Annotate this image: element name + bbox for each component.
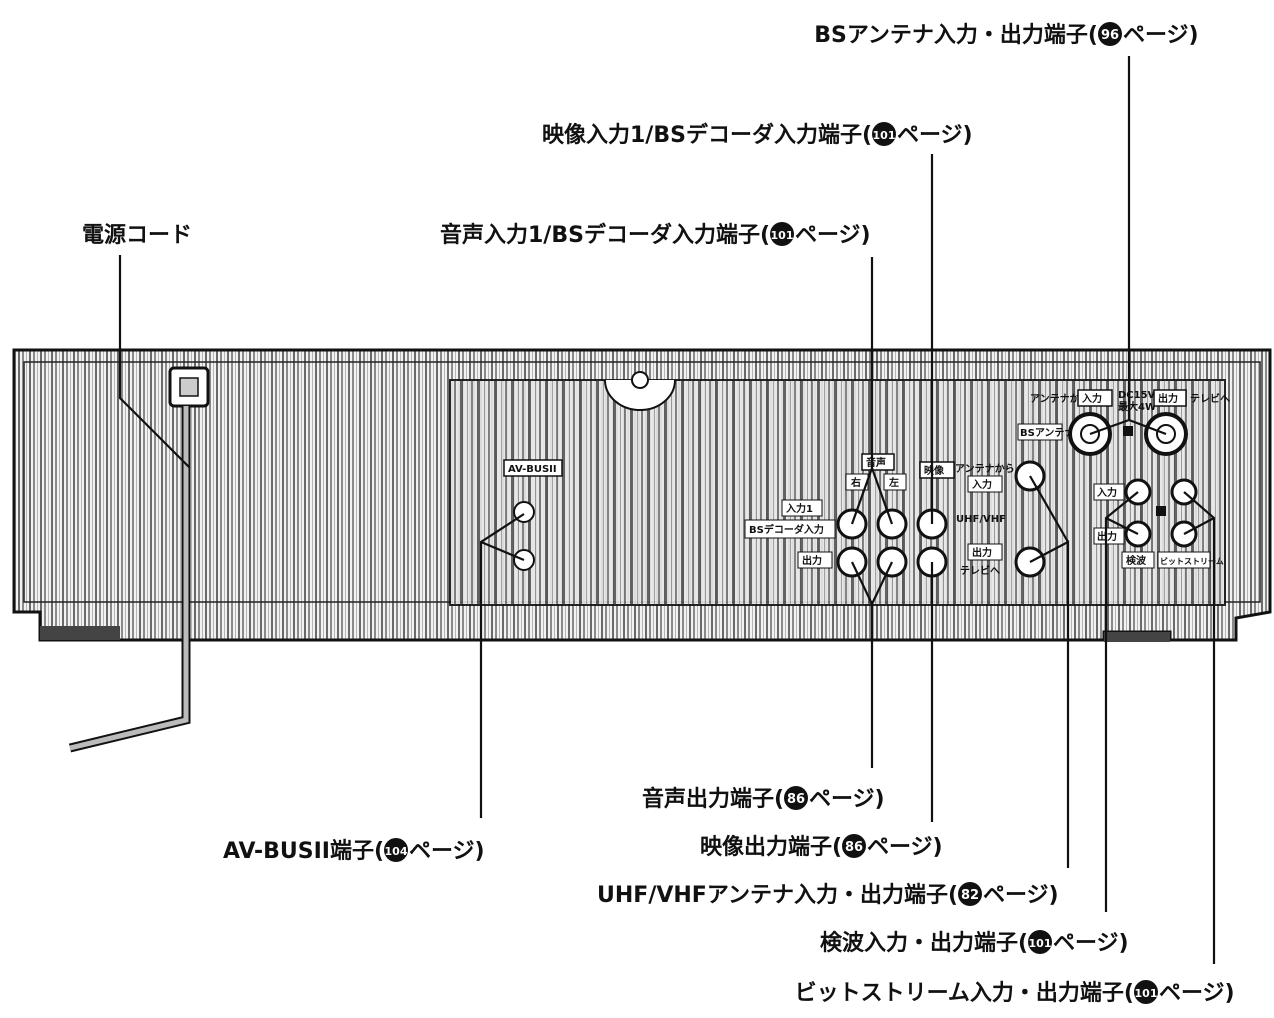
- callout-video-in1-suffix: ページ): [897, 123, 973, 148]
- callout-bitstream: ビットストリーム入力・出力端子( 101 ページ): [795, 980, 1235, 1006]
- uhf-vhf-panel-label: UHF/VHF: [956, 514, 1006, 525]
- callout-av-bus-prefix: AV-BUSII端子(: [223, 839, 384, 864]
- page-badge-icon: [784, 786, 808, 810]
- left-label: 左: [888, 476, 899, 489]
- callout-av-bus: AV-BUSII端子( 104 ページ): [223, 838, 485, 864]
- callout-bitstream-suffix: ページ): [1159, 981, 1235, 1006]
- page-badge-icon: [1028, 930, 1052, 954]
- callout-uhf-vhf-page: 82: [961, 888, 979, 903]
- page-badge-icon: [958, 882, 982, 906]
- screw-notch: [604, 371, 676, 411]
- callout-detect: 検波入力・出力端子( 101 ページ): [820, 930, 1129, 956]
- callout-video-in1-page: 101: [873, 129, 896, 142]
- callout-bs-antenna: BSアンテナ入力・出力端子( 96 ページ): [814, 22, 1199, 48]
- page-badge-icon: [842, 834, 866, 858]
- bitstream-panel-label: ビットストリーム: [1160, 556, 1224, 566]
- callout-audio-in1-prefix: 音声入力1/BSデコーダ入力端子(: [440, 222, 770, 248]
- callout-bitstream-prefix: ビットストリーム入力・出力端子(: [795, 981, 1134, 1006]
- page-badge-icon: [384, 838, 408, 862]
- callout-detect-page: 101: [1029, 937, 1052, 950]
- callout-detect-suffix: ページ): [1053, 931, 1129, 956]
- bs-antenna-panel-label: BSアンテナ: [1020, 427, 1074, 439]
- callout-av-bus-suffix: ページ): [409, 839, 485, 864]
- callout-video-out-prefix: 映像出力端子(: [700, 834, 842, 860]
- detect-panel-label: 検波: [1126, 554, 1147, 567]
- callout-uhf-vhf-suffix: ページ): [983, 883, 1059, 908]
- callout-video-out-suffix: ページ): [867, 835, 943, 860]
- dc-label: DC15V: [1118, 390, 1156, 401]
- right-label: 右: [850, 476, 861, 489]
- callout-uhf-vhf-prefix: UHF/VHFアンテナ入力・出力端子(: [597, 883, 958, 908]
- out-label-2: 出力: [1158, 392, 1178, 405]
- callout-bs-antenna-suffix: ページ): [1123, 23, 1199, 48]
- callout-bitstream-page: 101: [1135, 987, 1158, 1000]
- in-label: 入力: [1082, 392, 1102, 405]
- video-panel-label: 映像: [924, 464, 945, 477]
- audio-panel-label: 音声: [866, 456, 886, 469]
- callout-audio-out-page: 86: [787, 792, 805, 807]
- leader-lines: [118, 56, 1216, 964]
- antenna-from-label: アンテナから: [1030, 393, 1090, 405]
- max-label: 最大4W: [1118, 400, 1156, 413]
- callout-bs-antenna-page: 96: [1101, 28, 1119, 43]
- in-label-2: 入力: [972, 478, 992, 491]
- callout-video-out: 映像出力端子( 86 ページ): [700, 834, 943, 860]
- page-badge-icon: [1134, 980, 1158, 1004]
- av-bus-panel-label: AV-BUSII: [508, 464, 557, 475]
- out-label: 出力: [802, 554, 822, 567]
- page-badge-icon: [872, 122, 896, 146]
- page-badge-icon: [1098, 22, 1122, 46]
- page-badge-icon: [770, 222, 794, 246]
- callout-power-cord: 電源コード: [82, 223, 192, 248]
- uhf-vhf-block: BSアンテナ アンテナから 入力 UHF/VHF 出力 テレビへ: [955, 423, 1074, 578]
- callout-uhf-vhf: UHF/VHFアンテナ入力・出力端子( 82 ページ): [597, 882, 1059, 908]
- callout-audio-in1-page: 101: [771, 229, 794, 242]
- callout-video-in1-prefix: 映像入力1/BSデコーダ入力端子(: [542, 122, 872, 148]
- callout-video-in1: 映像入力1/BSデコーダ入力端子( 101 ページ): [542, 122, 973, 148]
- callout-audio-out-prefix: 音声出力端子(: [642, 786, 784, 812]
- detect-bitstream-block: 入力 出力 検波 ビットストリーム: [1093, 478, 1224, 569]
- callout-video-out-page: 86: [845, 840, 863, 855]
- in1-label: 入力1: [786, 502, 813, 515]
- callout-audio-out-suffix: ページ): [809, 787, 885, 812]
- out-label-3: 出力: [972, 546, 992, 559]
- callout-detect-prefix: 検波入力・出力端子(: [820, 931, 1028, 956]
- to-tv-label-2: テレビへ: [960, 564, 1000, 577]
- callout-audio-in1-suffix: ページ): [795, 223, 871, 248]
- in-label-3: 入力: [1097, 486, 1117, 499]
- callout-bs-antenna-prefix: BSアンテナ入力・出力端子(: [814, 23, 1098, 48]
- power-cord: [68, 366, 210, 753]
- callout-av-bus-page: 104: [385, 845, 408, 858]
- callout-audio-in1: 音声入力1/BSデコーダ入力端子( 101 ページ): [440, 222, 871, 248]
- callout-power-cord-text: 電源コード: [82, 223, 192, 248]
- callout-audio-out: 音声出力端子( 86 ページ): [642, 786, 885, 812]
- bs-decoder-label: BSデコーダ入力: [749, 523, 824, 536]
- to-tv-label: テレビへ: [1190, 392, 1230, 405]
- antenna-from-label-2: アンテナから: [955, 463, 1015, 475]
